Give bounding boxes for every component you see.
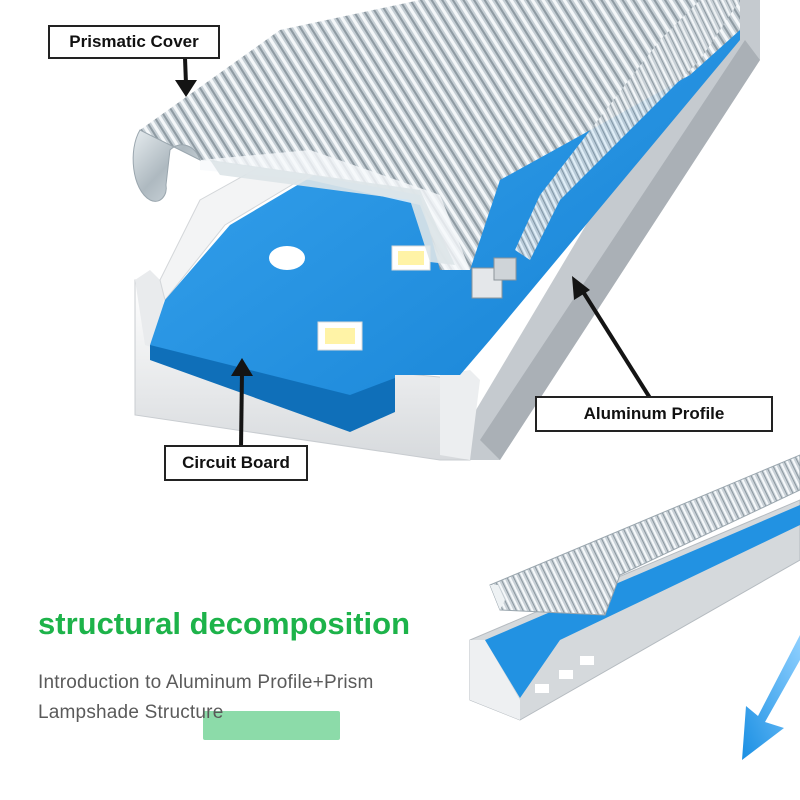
- led-chip-icon: [535, 684, 549, 693]
- down-arrow-icon: [742, 635, 800, 760]
- label-aluminum-profile: Aluminum Profile: [535, 396, 773, 432]
- led-chip-icon: [392, 246, 430, 270]
- subtitle: Introduction to Aluminum Profile+Prism L…: [38, 668, 468, 728]
- pointer-arrow-prismatic-cover: [175, 58, 197, 97]
- label-circuit-board: Circuit Board: [164, 445, 308, 481]
- led-chip-icon: [580, 656, 594, 665]
- label-prismatic-cover: Prismatic Cover: [48, 25, 220, 59]
- mounting-hole: [269, 246, 305, 270]
- led-chip-icon: [318, 322, 362, 350]
- led-chip-icon: [559, 670, 573, 679]
- assembled-light-thumbnail: [470, 455, 800, 720]
- pointer-arrow-aluminum-profile: [572, 276, 650, 398]
- headline: structural decomposition: [38, 606, 410, 642]
